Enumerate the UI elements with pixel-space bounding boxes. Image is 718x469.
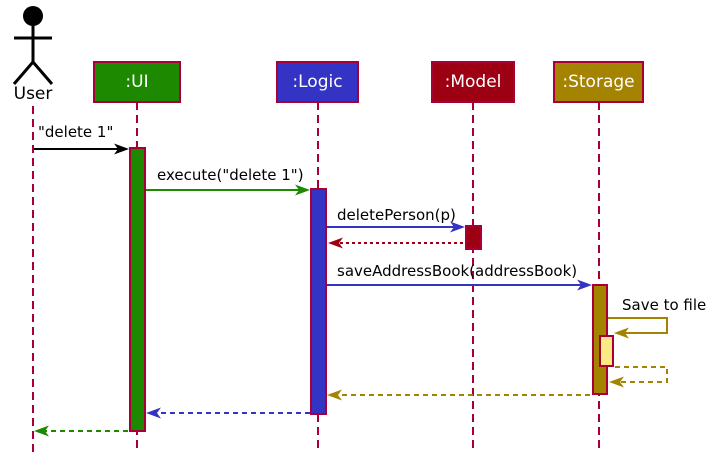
activation-model xyxy=(465,225,482,250)
arrow-save-addressbook xyxy=(327,279,592,291)
arrow-model-return xyxy=(328,237,463,249)
participant-storage: :Storage xyxy=(553,61,644,103)
participant-logic: :Logic xyxy=(276,61,359,103)
message-label-delete1: "delete 1" xyxy=(38,123,114,141)
message-label-execute: execute("delete 1") xyxy=(157,166,304,184)
arrow-save-to-file-self xyxy=(608,317,668,339)
arrow-logic-return xyxy=(146,407,310,419)
message-label-delete-person: deletePerson(p) xyxy=(337,206,456,224)
arrow-execute xyxy=(146,184,310,196)
arrow-storage-self-return xyxy=(609,366,668,388)
participant-logic-label: :Logic xyxy=(292,72,343,92)
participant-ui-label: :UI xyxy=(125,72,149,92)
actor-user-label: User xyxy=(13,84,53,104)
user-actor-icon xyxy=(12,6,54,85)
message-label-save-addressbook: saveAddressBook(addressBook) xyxy=(337,262,578,280)
activation-logic xyxy=(310,188,327,415)
participant-ui: :UI xyxy=(93,61,181,103)
activation-storage-nested xyxy=(599,335,614,367)
message-label-save-to-file: Save to file xyxy=(622,296,707,314)
arrow-delete1 xyxy=(34,143,129,155)
participant-storage-label: :Storage xyxy=(562,72,635,92)
arrow-storage-return xyxy=(327,389,590,401)
activation-ui xyxy=(129,147,146,432)
participant-model: :Model xyxy=(431,61,515,103)
participant-model-label: :Model xyxy=(444,72,502,92)
arrow-ui-return xyxy=(34,425,128,437)
